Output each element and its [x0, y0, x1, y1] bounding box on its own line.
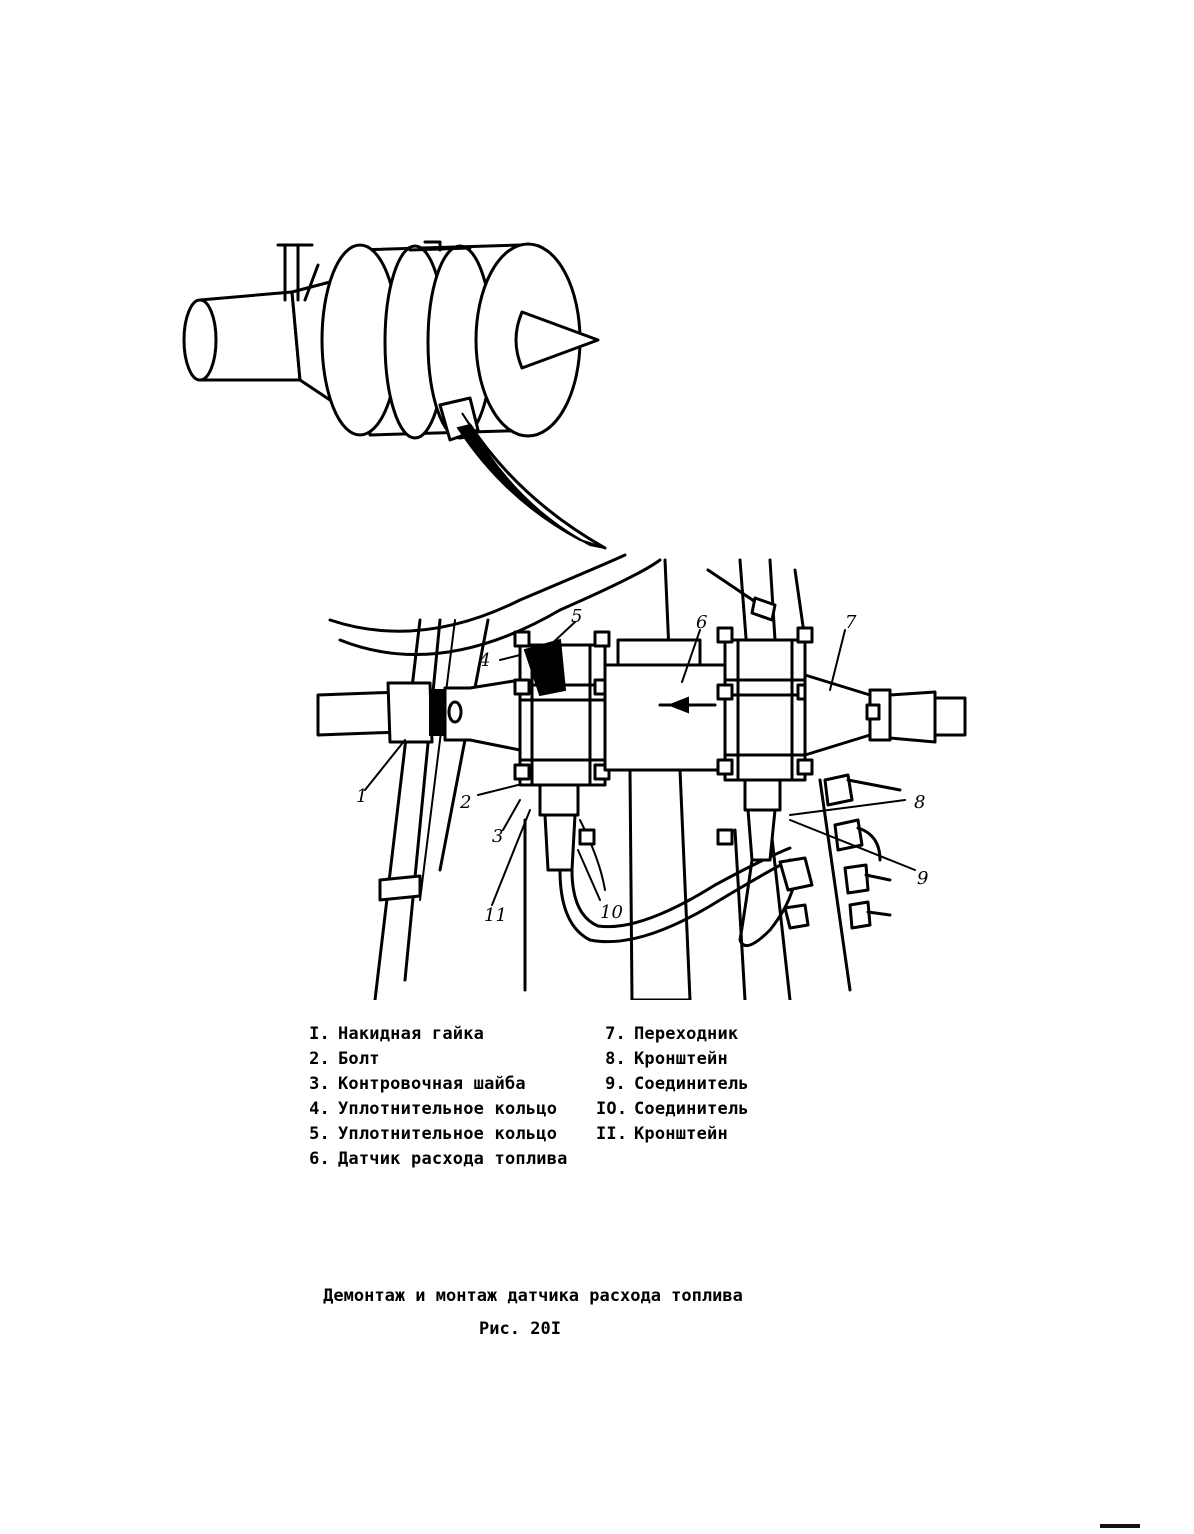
legend-item: 3. Контровочная шайба [300, 1072, 568, 1097]
legend-item-number: 9. [605, 1074, 626, 1094]
legend-item-number: 6. [309, 1149, 330, 1169]
callout-11: 11 [484, 905, 507, 926]
figure-caption: Демонтаж и монтаж датчика расхода топлив… [323, 1286, 743, 1306]
legend-item-number: I. [309, 1024, 330, 1044]
callout-2: 2 [459, 792, 471, 813]
legend-right: 7. Переходник 8. Кронштейн 9. Соединитель I… [596, 1022, 749, 1147]
legend-left: I. Накидная гайка 2. Болт 3. Контровочная ш… [300, 1022, 568, 1172]
legend-item-number: 7. [605, 1024, 626, 1044]
callout-8: 8 [914, 792, 925, 813]
callout-3: 3 [492, 826, 503, 847]
callout-1: 1 [356, 786, 367, 807]
engine-overview [182, 240, 607, 550]
legend-item-label: Контровочная шайба [338, 1074, 526, 1094]
legend-item: I. Накидная гайка [300, 1022, 568, 1047]
legend-item: 9. Соединитель [596, 1072, 749, 1097]
legend-item-label: Уплотнительное кольцо [338, 1099, 558, 1119]
legend-item-number: 5. [309, 1124, 330, 1144]
legend-item: 6. Датчик расхода топлива [300, 1147, 568, 1172]
legend-item: 2. Болт [300, 1047, 568, 1072]
legend-item-label: Переходник [634, 1024, 739, 1044]
detail-assembly: 1 2 3 4 5 6 7 8 9 10 11 [316, 553, 967, 1000]
legend-item-number: IO. [596, 1099, 628, 1119]
callout-5: 5 [571, 606, 582, 627]
callout-10: 10 [600, 902, 623, 923]
legend-item-label: Датчик расхода топлива [338, 1149, 568, 1169]
legend-item: 8. Кронштейн [596, 1047, 749, 1072]
callout-7: 7 [845, 612, 857, 633]
legend-item-number: 4. [309, 1099, 330, 1119]
legend-item-label: Соединитель [634, 1074, 749, 1094]
corner-mark [1100, 1524, 1140, 1528]
legend-item-label: Уплотнительное кольцо [338, 1124, 558, 1144]
callout-4: 4 [478, 650, 490, 671]
callout-9: 9 [917, 868, 928, 889]
legend-item: II. Кронштейн [596, 1122, 749, 1147]
figure-label: Рис. 20I [479, 1319, 561, 1339]
legend-item-number: 3. [309, 1074, 330, 1094]
legend-item: 4. Уплотнительное кольцо [300, 1097, 568, 1122]
technical-drawing: 1 2 3 4 5 6 7 8 9 10 11 [182, 240, 967, 1000]
legend-item: 5. Уплотнительное кольцо [300, 1122, 568, 1147]
legend-item-label: Болт [338, 1049, 380, 1069]
legend-item: 7. Переходник [596, 1022, 749, 1047]
legend-item-number: 2. [309, 1049, 330, 1069]
legend-item: IO. Соединитель [596, 1097, 749, 1122]
legend-item-label: Соединитель [634, 1099, 749, 1119]
legend-item-label: Накидная гайка [338, 1024, 485, 1044]
legend-item-label: Кронштейн [634, 1049, 728, 1069]
legend-item-number: II. [596, 1124, 628, 1144]
callout-6: 6 [696, 612, 707, 633]
legend-item-label: Кронштейн [634, 1124, 728, 1144]
legend-item-number: 8. [605, 1049, 626, 1069]
